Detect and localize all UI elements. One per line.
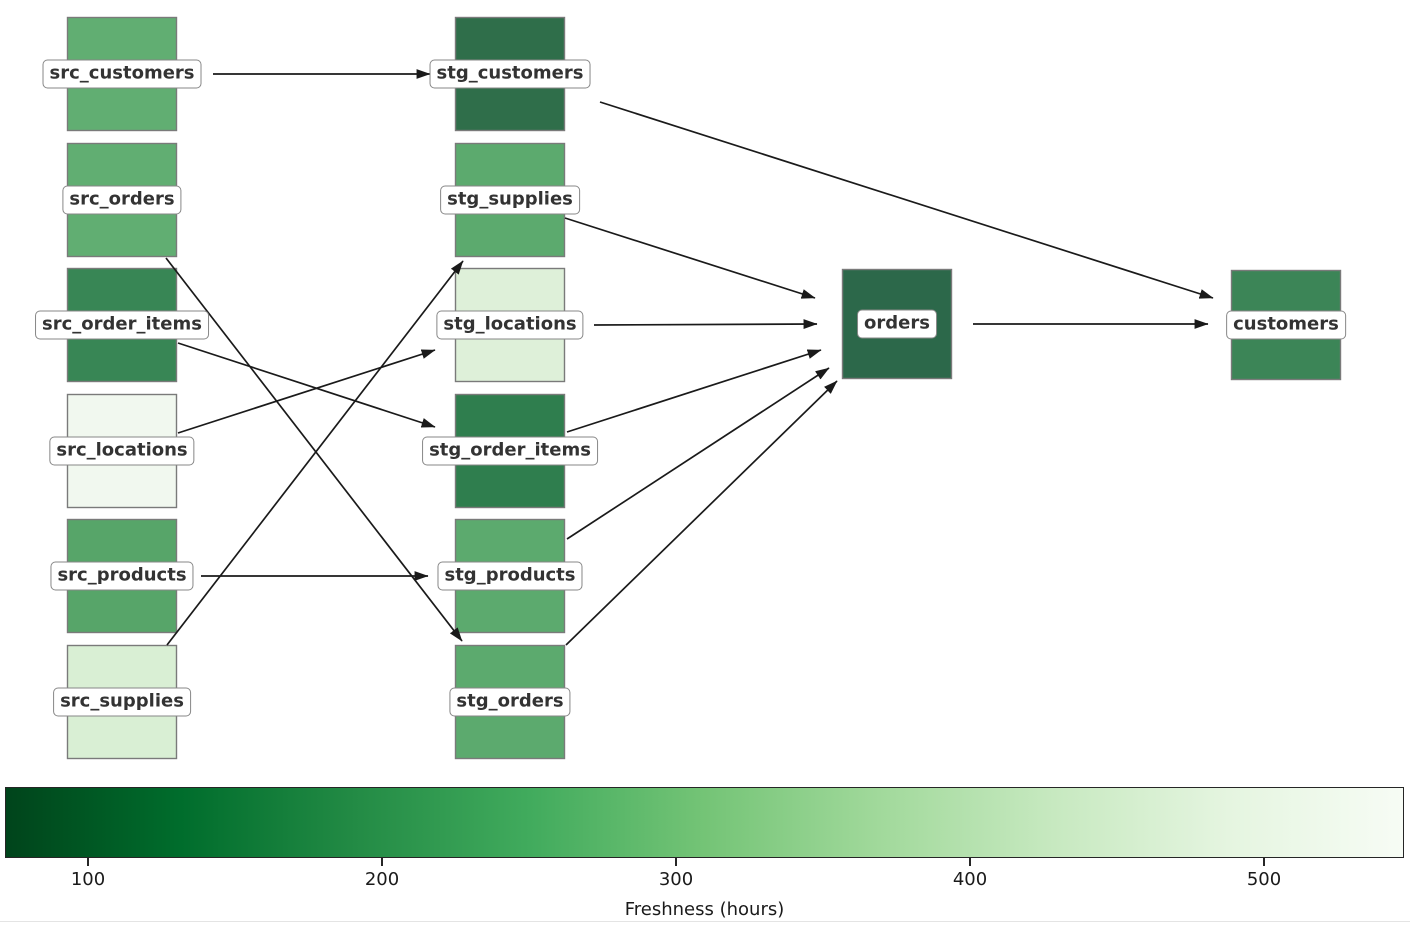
node-rect-stg_customers [454,16,566,132]
colorbar-tick-label-100: 100 [70,869,106,890]
colorbar-tick-300 [675,858,677,866]
colorbar-tick-500 [1263,858,1265,866]
colorbar-tick-100 [87,858,89,866]
node-rect-stg_products [454,518,566,634]
edge-stg_supplies-to-orders [564,217,816,299]
edge-stg_locations-to-orders [593,319,818,329]
edge-src_locations-to-stg_locations [177,349,436,434]
edge-stg_products-to-orders [566,367,830,540]
colorbar-tick-label-400: 400 [952,869,988,890]
node-rect-stg_order_items [454,393,566,509]
node-rect-orders [841,268,953,380]
colorbar-tick-label-300: 300 [658,869,694,890]
edge-stg_order_items-to-orders [566,349,822,433]
node-rect-src_locations [66,393,178,509]
colorbar-axis-label: Freshness (hours) [624,899,785,920]
node-rect-src_supplies [66,644,178,760]
node-rect-stg_supplies [454,142,566,258]
edge-stg_orders-to-orders [565,380,838,646]
colorbar-tick-label-500: 500 [1246,869,1282,890]
node-rect-stg_orders [454,644,566,760]
node-rect-stg_locations [454,267,566,383]
edge-src_orders-to-stg_orders [165,257,463,642]
node-rect-src_orders [66,142,178,258]
colorbar-tick-200 [381,858,383,866]
node-rect-customers [1230,269,1342,381]
colorbar-tick-label-200: 200 [364,869,400,890]
edge-src_order_items-to-stg_order_items [177,342,436,428]
node-rect-src_customers [66,16,178,132]
edge-src_supplies-to-stg_supplies [166,260,464,646]
node-rect-src_products [66,518,178,634]
figure-bottom-border [0,921,1410,922]
colorbar-tick-400 [969,858,971,866]
colorbar-gradient [5,787,1404,858]
node-rect-src_order_items [66,267,178,383]
edge-stg_customers-to-customers [599,101,1214,299]
